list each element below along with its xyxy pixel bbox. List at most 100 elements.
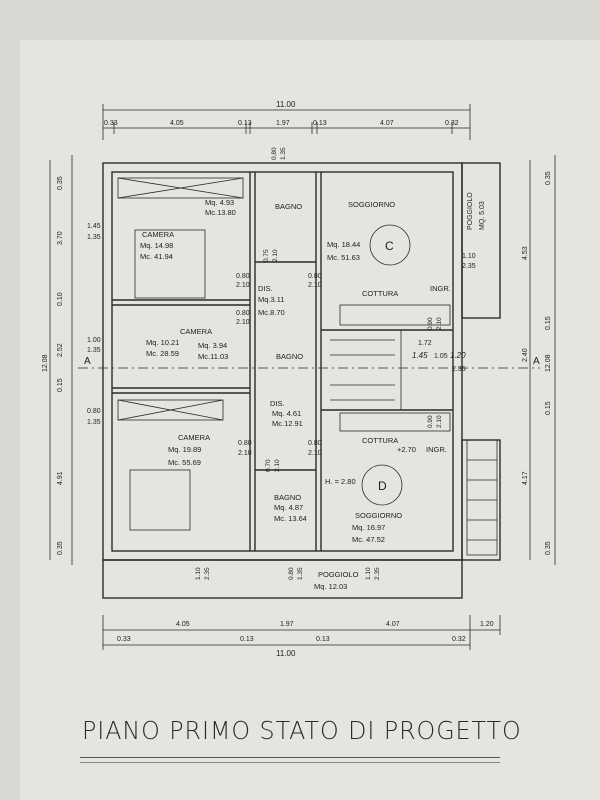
opening-dim: 2.10 bbox=[308, 282, 322, 289]
dim-right: 4.17 bbox=[522, 471, 529, 485]
left-dimensions bbox=[49, 155, 73, 565]
table-label: D bbox=[378, 479, 387, 493]
furniture bbox=[117, 177, 498, 556]
room-area: Mq. 16.97 bbox=[352, 523, 385, 532]
room-name: CAMERA bbox=[180, 327, 212, 336]
dim-bottom: 1.97 bbox=[280, 621, 294, 628]
dim-bottom: 0.32 bbox=[452, 636, 466, 643]
opening-dim: 0.80 bbox=[308, 440, 322, 447]
dim-bottom: 4.05 bbox=[176, 621, 190, 628]
room-name: DIS. bbox=[270, 399, 285, 408]
dim-right: 4.53 bbox=[522, 246, 529, 260]
dim-right-total: 12.08 bbox=[545, 354, 552, 372]
opening-dim: 1.10 bbox=[365, 567, 372, 580]
section-mark-right: A bbox=[533, 356, 540, 367]
room-name: BAGNO bbox=[274, 493, 301, 502]
room-area: Mq. 4.61 bbox=[272, 409, 301, 418]
room-name: POGGIOLO bbox=[318, 570, 359, 579]
opening-dim: 2.10 bbox=[238, 450, 252, 457]
opening-dim: 2.10 bbox=[436, 415, 443, 428]
dim-top: 0.33 bbox=[104, 120, 118, 127]
stair-note: 1.45 bbox=[412, 351, 428, 360]
opening-dim: 2.10 bbox=[236, 282, 250, 289]
dim-left: 2.52 bbox=[57, 343, 64, 357]
dim-right: 0.35 bbox=[545, 171, 552, 185]
room-name: POGGIOLO bbox=[467, 192, 474, 230]
room-area: Mq. 12.03 bbox=[314, 582, 347, 591]
opening-dim: 0.80 bbox=[308, 273, 322, 280]
room-name: SOGGIORNO bbox=[348, 200, 395, 209]
room-volume: Mc. 13.64 bbox=[274, 514, 307, 523]
dim-left: 0.15 bbox=[57, 378, 64, 392]
opening-dim: 1.35 bbox=[87, 419, 101, 426]
dim-top: 0.32 bbox=[445, 120, 459, 127]
opening-dim: 1.00 bbox=[87, 337, 101, 344]
room-area: Mq. 19.89 bbox=[168, 445, 201, 454]
drawing-title: PIANO PRIMO STATO DI PROGETTO bbox=[82, 716, 522, 745]
opening-dim: 0.80 bbox=[87, 408, 101, 415]
dim-top: 0.13 bbox=[238, 120, 252, 127]
room-area: Mq. 10.21 bbox=[146, 338, 179, 347]
room-name: BAGNO bbox=[275, 202, 302, 211]
dim-top-total: 11.00 bbox=[276, 100, 296, 109]
room-height: H. = 2.80 bbox=[325, 477, 356, 486]
opening-dim: 1.35 bbox=[87, 347, 101, 354]
room-volume: Mc. 55.69 bbox=[168, 458, 201, 467]
dim-top: 4.07 bbox=[380, 120, 394, 127]
dim-bottom: 1.20 bbox=[480, 621, 494, 628]
dim-bottom: 0.13 bbox=[240, 636, 254, 643]
dim-left: 3.70 bbox=[57, 231, 64, 245]
dim-left: 0.10 bbox=[57, 292, 64, 306]
room-area: MQ. 5.03 bbox=[479, 201, 486, 230]
dim-right: 2.40 bbox=[522, 348, 529, 362]
top-dimensions bbox=[102, 104, 471, 140]
opening-dim: 0.75 bbox=[263, 249, 270, 262]
walls bbox=[102, 162, 501, 599]
opening-dim: 0.80 bbox=[288, 567, 295, 580]
opening-dim: 1.10 bbox=[195, 567, 202, 580]
room-name: CAMERA bbox=[178, 433, 210, 442]
opening-dim: 0.80 bbox=[271, 147, 278, 160]
table-label: C bbox=[385, 239, 394, 253]
room-volume: Mc. 51.63 bbox=[327, 253, 360, 262]
dim-top: 0.13 bbox=[313, 120, 327, 127]
opening-dim: 0.90 bbox=[427, 317, 434, 330]
dim-right: 0.15 bbox=[545, 401, 552, 415]
dim-left-total: 12.08 bbox=[42, 354, 49, 372]
opening-dim: 2.35 bbox=[204, 567, 211, 580]
opening-dim: 1.35 bbox=[280, 147, 287, 160]
opening-dim: 1.35 bbox=[297, 567, 304, 580]
opening-dim: 2.10 bbox=[274, 459, 281, 472]
opening-dim: 2.10 bbox=[236, 319, 250, 326]
room-name: COTTURA bbox=[362, 436, 398, 445]
dim-bottom: 0.33 bbox=[117, 636, 131, 643]
opening-dim: 0.70 bbox=[265, 459, 272, 472]
dim-left: 0.35 bbox=[57, 176, 64, 190]
room-area: Mq. 14.98 bbox=[140, 241, 173, 250]
level-mark: +2.70 bbox=[397, 445, 416, 454]
opening-dim: 0.80 bbox=[236, 310, 250, 317]
opening-dim: 0.80 bbox=[238, 440, 252, 447]
room-volume: Mc.8.70 bbox=[258, 308, 285, 317]
room-volume: Mc.13.80 bbox=[205, 208, 236, 217]
room-area: Mq. 3.94 bbox=[198, 341, 227, 350]
opening-dim: 2.10 bbox=[308, 450, 322, 457]
opening-dim: 2.10 bbox=[272, 249, 279, 262]
room-name: INGR. bbox=[426, 445, 447, 454]
stair-note: 1.20 bbox=[450, 351, 466, 360]
room-area: Mq. 4.93 bbox=[205, 198, 234, 207]
opening-dim: 1.35 bbox=[87, 234, 101, 241]
stair-note: 2.35 bbox=[452, 366, 466, 373]
room-name: DIS. bbox=[258, 284, 273, 293]
title-underline bbox=[80, 762, 500, 763]
dim-bottom-total: 11.00 bbox=[276, 649, 296, 658]
dim-right: 0.15 bbox=[545, 316, 552, 330]
opening-dim: 2.10 bbox=[436, 317, 443, 330]
dim-top: 1.97 bbox=[276, 120, 290, 127]
dim-top: 4.05 bbox=[170, 120, 184, 127]
opening-dim: 2.35 bbox=[374, 567, 381, 580]
opening-dim: 2.35 bbox=[462, 263, 476, 270]
room-name: CAMERA bbox=[142, 230, 174, 239]
right-dimensions bbox=[529, 155, 556, 565]
bottom-dimensions bbox=[102, 615, 501, 650]
